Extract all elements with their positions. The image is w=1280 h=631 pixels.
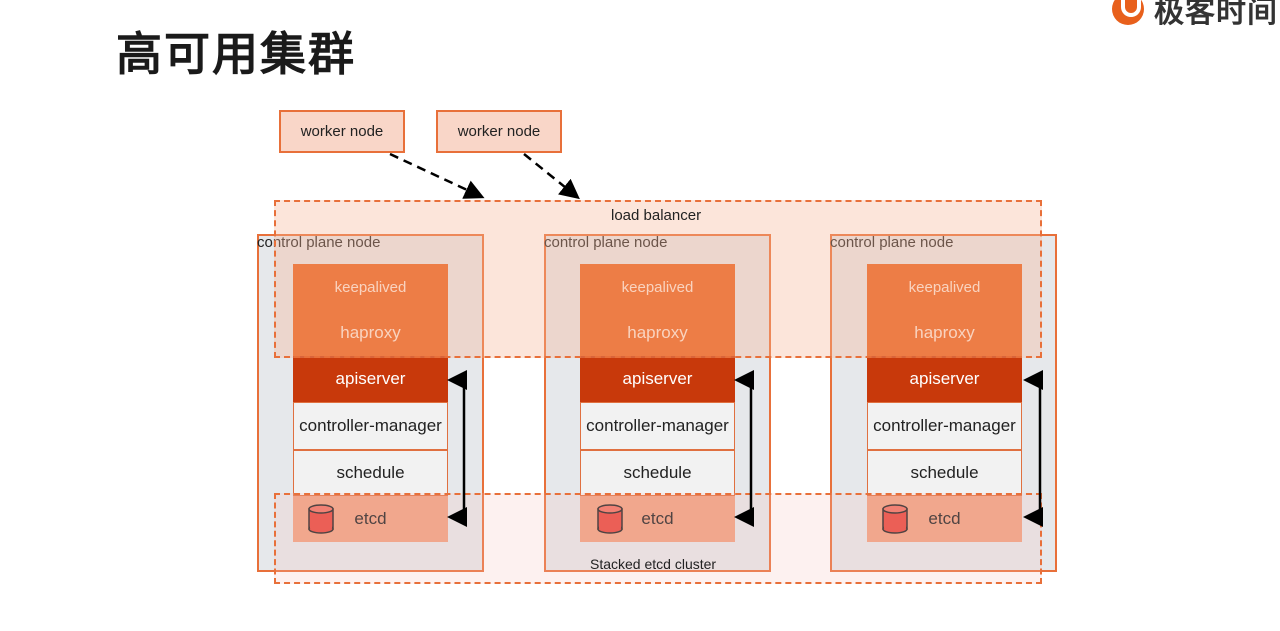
etcd-label: etcd xyxy=(928,509,961,528)
etcd-box: etcd xyxy=(867,496,1022,542)
keepalived-box: keepalived xyxy=(293,264,448,310)
keepalived-box: keepalived xyxy=(867,264,1022,310)
controller-manager-box: controller-manager xyxy=(580,402,735,450)
database-icon xyxy=(881,504,909,539)
worker-node-1: worker node xyxy=(279,110,405,153)
apiserver-box: apiserver xyxy=(867,356,1022,402)
stacked-etcd-cluster-region xyxy=(274,493,1042,584)
haproxy-box: haproxy xyxy=(867,310,1022,356)
load-balancer-region xyxy=(274,200,1042,358)
etcd-label: etcd xyxy=(641,509,674,528)
worker-2-arrow xyxy=(523,153,580,200)
brand-logo-text: 极客时间 xyxy=(1154,0,1278,26)
etcd-box: etcd xyxy=(580,496,735,542)
controller-manager-box: controller-manager xyxy=(293,402,448,450)
keepalived-box: keepalived xyxy=(580,264,735,310)
haproxy-box: haproxy xyxy=(293,310,448,356)
brand-logo: 极客时间 xyxy=(1112,0,1280,26)
load-balancer-label: load balancer xyxy=(611,207,702,224)
etcd-label: etcd xyxy=(354,509,387,528)
schedule-box: schedule xyxy=(293,450,448,496)
controller-manager-box: controller-manager xyxy=(867,402,1022,450)
apiserver-box: apiserver xyxy=(293,356,448,402)
page-title: 高可用集群 xyxy=(116,27,356,81)
geektime-logo-icon xyxy=(1112,0,1144,25)
etcd-box: etcd xyxy=(293,496,448,542)
apiserver-box: apiserver xyxy=(580,356,735,402)
schedule-box: schedule xyxy=(867,450,1022,496)
worker-1-arrow xyxy=(389,152,485,199)
control-plane-node-label: control plane node xyxy=(830,234,954,251)
worker-node-2: worker node xyxy=(436,110,562,153)
schedule-box: schedule xyxy=(580,450,735,496)
control-plane-node-label: control plane node xyxy=(257,234,381,251)
database-icon xyxy=(307,504,335,539)
control-plane-node-label: control plane node xyxy=(544,234,668,251)
stacked-etcd-cluster-label: Stacked etcd cluster xyxy=(590,556,717,572)
haproxy-box: haproxy xyxy=(580,310,735,356)
database-icon xyxy=(596,504,624,539)
